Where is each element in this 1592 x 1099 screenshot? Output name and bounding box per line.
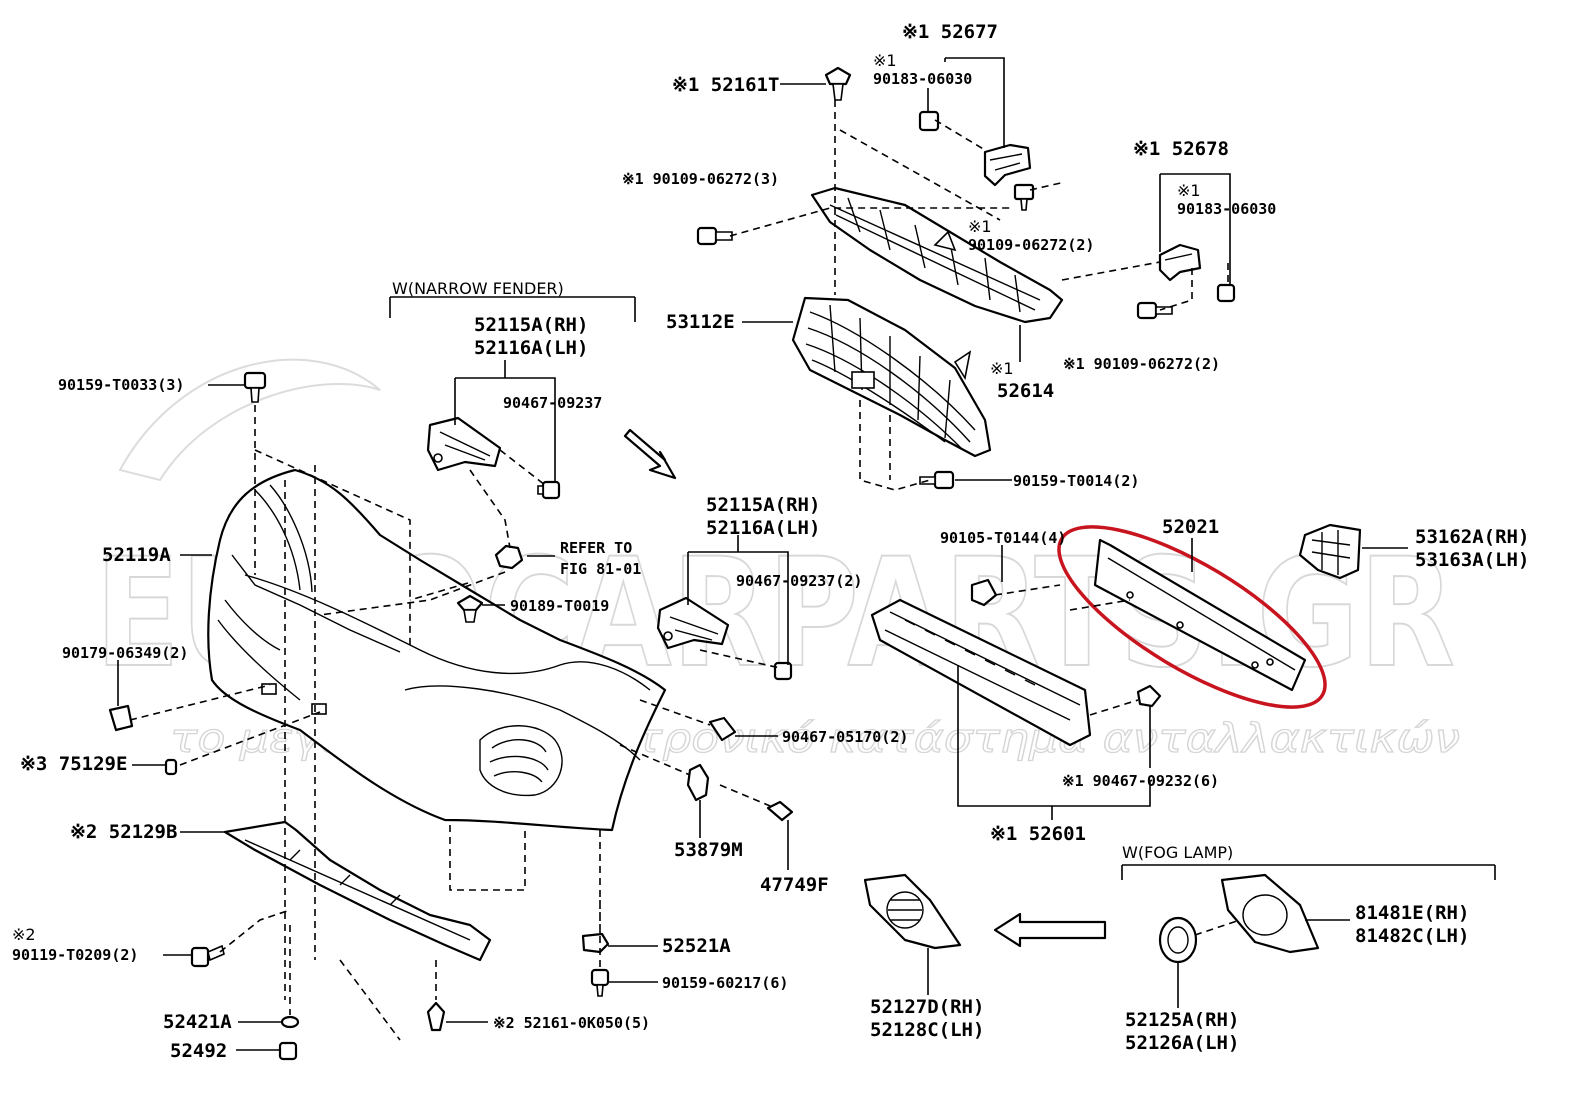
label-53163a-lh: 53163A(LH) xyxy=(1415,549,1529,571)
fog-lamp-52125a xyxy=(1158,916,1198,964)
label-fig-81-01: FIG 81-01 xyxy=(560,560,641,578)
arrow-down-right-icon xyxy=(623,428,677,480)
label-52126a-lh: 52126A(LH) xyxy=(1125,1032,1239,1054)
dashed-lines xyxy=(129,100,1241,1041)
retainer-90467-05170 xyxy=(708,716,737,742)
screw-90467-09237-b xyxy=(773,661,793,681)
label-90467-05170: 90467-05170(2) xyxy=(782,728,908,746)
bracket-52678 xyxy=(1158,243,1202,282)
label-53162a-rh: 53162A(RH) xyxy=(1415,526,1529,548)
screw-90159-t0014 xyxy=(919,470,955,490)
label-refer-to: REFER TO xyxy=(560,539,632,557)
label-90109-06272-2-b: ※1 90109-06272(2) xyxy=(1063,355,1220,373)
clip-52161t xyxy=(824,66,852,101)
leader-lines xyxy=(117,57,1496,1051)
bracket-53879m xyxy=(686,763,710,802)
label-90159-t0014: 90159-T0014(2) xyxy=(1013,472,1139,490)
fender-bracket-lower xyxy=(656,596,730,650)
reinforcement-52021 xyxy=(1093,538,1307,692)
label-52521a: 52521A xyxy=(662,935,731,957)
label-fog-lamp: W(FOG LAMP) xyxy=(1122,843,1233,862)
label-52116a-lh-lower: 52116A(LH) xyxy=(706,517,820,539)
screw-90467-09237-a xyxy=(537,480,561,500)
label-52492: 52492 xyxy=(170,1040,227,1062)
bracket-53162a xyxy=(1298,523,1362,580)
label-90467-09237-2: 90467-09237(2) xyxy=(736,572,862,590)
label-52128c-lh: 52128C(LH) xyxy=(870,1019,984,1041)
fog-cover-52127d xyxy=(863,873,962,950)
label-53879m: 53879M xyxy=(674,839,743,861)
label-53112e: 53112E xyxy=(666,311,735,333)
plug-75129e xyxy=(164,758,178,776)
clip-90189-t0019 xyxy=(456,594,484,623)
fog-bezel-81481e xyxy=(1220,873,1320,954)
undercover-52129b xyxy=(223,820,492,962)
fender-bracket-upper xyxy=(426,416,502,472)
bolt-90109-upper-right xyxy=(1013,183,1035,211)
label-narrow-fender: W(NARROW FENDER) xyxy=(392,279,564,298)
label-90109b-mark: ※1 xyxy=(968,217,992,236)
label-90159-t0033: 90159-T0033(3) xyxy=(58,376,184,394)
label-52601: ※1 52601 xyxy=(990,823,1086,845)
label-90183a-mark: ※1 xyxy=(873,51,897,70)
label-90109-06272-3: ※1 90109-06272(3) xyxy=(622,170,779,188)
label-75129e: ※3 75129E xyxy=(20,753,127,775)
label-52161-0k050: ※2 52161-0K050(5) xyxy=(493,1014,650,1032)
label-52115a-rh-upper: 52115A(RH) xyxy=(474,314,588,336)
screw-90159-60217 xyxy=(590,968,610,997)
bolt-90105-t0144 xyxy=(970,578,998,607)
grille-53112e xyxy=(791,296,992,458)
label-52125a-rh: 52125A(RH) xyxy=(1125,1009,1239,1031)
arrow-left-icon xyxy=(993,912,1107,948)
screw-52492 xyxy=(278,1041,298,1061)
retainer-52521a xyxy=(581,932,610,954)
label-52115a-rh-lower: 52115A(RH) xyxy=(706,494,820,516)
label-90179-06349: 90179-06349(2) xyxy=(62,644,188,662)
clip-90183-right xyxy=(1216,283,1236,303)
label-52161t: ※1 52161T xyxy=(672,74,779,96)
label-90105-t0144: 90105-T0144(4) xyxy=(940,529,1066,547)
bumper-cover-52119a xyxy=(207,468,667,832)
label-81481e-rh: 81481E(RH) xyxy=(1355,902,1469,924)
bolt-90119-t0209 xyxy=(190,944,225,968)
label-90467-09232: ※1 90467-09232(6) xyxy=(1062,772,1219,790)
label-52677: ※1 52677 xyxy=(902,21,998,43)
bolt-90109-right xyxy=(1136,301,1173,320)
label-52421a: 52421A xyxy=(163,1011,232,1033)
label-90183-06030-b: 90183-06030 xyxy=(1177,200,1276,218)
label-90183b-mark: ※1 xyxy=(1177,181,1201,200)
label-52614-mark: ※1 xyxy=(990,359,1014,378)
label-90109-06272-2-a: 90109-06272(2) xyxy=(968,236,1094,254)
label-52021: 52021 xyxy=(1162,516,1219,538)
label-81482c-lh: 81482C(LH) xyxy=(1355,925,1469,947)
clip-refer-fig-81-01 xyxy=(494,544,524,570)
bolt-90109-left xyxy=(696,226,733,246)
clip-90179-06349 xyxy=(108,704,134,732)
label-52116a-lh-upper: 52116A(LH) xyxy=(474,337,588,359)
part-labels: ※1 52677 ※1 90183-06030 ※1 52161T ※1 901… xyxy=(12,21,1529,1062)
upper-grille-52614 xyxy=(810,186,1064,324)
label-90183-06030-a: 90183-06030 xyxy=(873,70,972,88)
clip-52161-0k050 xyxy=(426,1001,446,1032)
label-90467-09237: 90467-09237 xyxy=(503,394,602,412)
label-52614: 52614 xyxy=(997,380,1054,402)
label-52678: ※1 52678 xyxy=(1133,138,1229,160)
grommet-90467-09232 xyxy=(1136,684,1162,708)
label-52119a: 52119A xyxy=(102,544,171,566)
label-90189-t0019: 90189-T0019 xyxy=(510,597,609,615)
label-52127d-rh: 52127D(RH) xyxy=(870,996,984,1018)
label-52129b: ※2 52129B xyxy=(70,821,177,843)
label-90119-mark: ※2 xyxy=(12,925,36,944)
screw-47749f xyxy=(766,800,794,822)
bracket-52677 xyxy=(983,143,1032,187)
label-47749f: 47749F xyxy=(760,874,829,896)
washer-52421a xyxy=(280,1015,300,1029)
label-90159-60217: 90159-60217(6) xyxy=(662,974,788,992)
highlight-ellipse-52021 xyxy=(1057,525,1327,709)
absorber-52601 xyxy=(870,598,1092,747)
label-90119-t0209: 90119-T0209(2) xyxy=(12,946,138,964)
bolt-90159-t0033 xyxy=(243,371,267,403)
